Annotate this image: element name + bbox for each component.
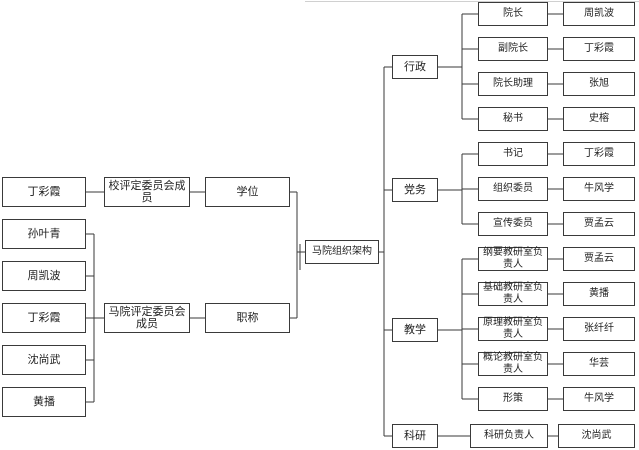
- group-label: 科研: [404, 429, 426, 442]
- member-node: 孙叶青: [2, 219, 86, 249]
- person-node: 贾孟云: [563, 247, 635, 271]
- person-node: 张纤纤: [563, 317, 635, 341]
- role-node: 秘书: [478, 107, 548, 131]
- group-label: 党务: [404, 183, 426, 196]
- role-label: 副院长: [498, 43, 528, 54]
- branch-node-title: 职称: [205, 303, 290, 333]
- committee-node-college: 马院评定委员会成员: [104, 303, 190, 333]
- role-node: 宣传委员: [478, 212, 548, 236]
- committee-node-school: 校评定委员会成员: [104, 177, 190, 207]
- person-node: 张旭: [563, 72, 635, 96]
- group-node-teaching: 教学: [392, 318, 438, 342]
- root-node-label: 马院组织架构: [312, 246, 372, 257]
- top-border-line: [305, 1, 639, 2]
- member-label: 丁彩霞: [27, 311, 61, 324]
- member-node: 丁彩霞: [2, 303, 86, 333]
- role-label: 院长助理: [493, 78, 533, 89]
- person-node: 丁彩霞: [563, 37, 635, 61]
- person-label: 黄播: [589, 288, 609, 299]
- member-label: 丁彩霞: [27, 185, 61, 198]
- person-label: 牛风学: [584, 183, 614, 194]
- role-label: 基础教研室负责人: [483, 282, 543, 305]
- member-label: 周凯波: [27, 269, 61, 282]
- role-label: 纲要教研室负责人: [483, 247, 543, 270]
- person-label: 华芸: [589, 358, 609, 369]
- person-label: 贾孟云: [584, 253, 614, 264]
- role-node: 书记: [478, 142, 548, 166]
- group-node-party: 党务: [392, 178, 438, 202]
- person-label: 史榕: [589, 113, 609, 124]
- role-label: 原理教研室负责人: [483, 317, 543, 340]
- person-label: 丁彩霞: [584, 43, 614, 54]
- role-label: 科研负责人: [484, 430, 534, 441]
- group-label: 教学: [404, 323, 426, 336]
- role-label: 书记: [503, 148, 523, 159]
- person-node: 贾孟云: [563, 212, 635, 236]
- person-node: 周凯波: [563, 2, 635, 26]
- group-node-admin: 行政: [392, 55, 438, 79]
- person-label: 牛风学: [584, 393, 614, 404]
- role-node: 形策: [478, 387, 548, 411]
- person-label: 周凯波: [584, 8, 614, 19]
- person-node: 华芸: [563, 352, 635, 376]
- group-label: 行政: [404, 60, 426, 73]
- member-label: 孙叶青: [27, 227, 61, 240]
- role-label: 组织委员: [493, 183, 533, 194]
- role-node: 科研负责人: [470, 424, 548, 448]
- root-node: 马院组织架构: [305, 240, 379, 264]
- person-node: 牛风学: [563, 177, 635, 201]
- member-node: 丁彩霞: [2, 177, 86, 207]
- member-node: 周凯波: [2, 261, 86, 291]
- member-label: 黄播: [33, 395, 55, 408]
- person-node: 丁彩霞: [563, 142, 635, 166]
- member-node: 沈尚武: [2, 345, 86, 375]
- committee-label: 马院评定委员会成员: [108, 305, 186, 330]
- member-node: 黄播: [2, 387, 86, 417]
- person-node: 史榕: [563, 107, 635, 131]
- role-node: 院长助理: [478, 72, 548, 96]
- branch-node-degree: 学位: [205, 177, 290, 207]
- role-node: 院长: [478, 2, 548, 26]
- role-node: 基础教研室负责人: [478, 282, 548, 306]
- role-node: 副院长: [478, 37, 548, 61]
- role-node: 纲要教研室负责人: [478, 247, 548, 271]
- committee-label: 校评定委员会成员: [108, 179, 186, 204]
- person-label: 丁彩霞: [584, 148, 614, 159]
- person-label: 张纤纤: [584, 323, 614, 334]
- group-node-research: 科研: [392, 424, 438, 448]
- role-node: 组织委员: [478, 177, 548, 201]
- person-node: 沈尚武: [558, 424, 635, 448]
- person-node: 牛风学: [563, 387, 635, 411]
- role-label: 概论教研室负责人: [483, 352, 543, 375]
- role-label: 院长: [503, 8, 523, 19]
- branch-label: 学位: [236, 185, 259, 198]
- role-label: 秘书: [503, 113, 523, 124]
- role-label: 宣传委员: [493, 218, 533, 229]
- person-label: 贾孟云: [584, 218, 614, 229]
- person-label: 沈尚武: [581, 430, 612, 441]
- role-label: 形策: [503, 393, 523, 404]
- person-node: 黄播: [563, 282, 635, 306]
- person-label: 张旭: [589, 78, 609, 89]
- role-node: 概论教研室负责人: [478, 352, 548, 376]
- branch-label: 职称: [236, 311, 259, 324]
- role-node: 原理教研室负责人: [478, 317, 548, 341]
- member-label: 沈尚武: [27, 353, 61, 366]
